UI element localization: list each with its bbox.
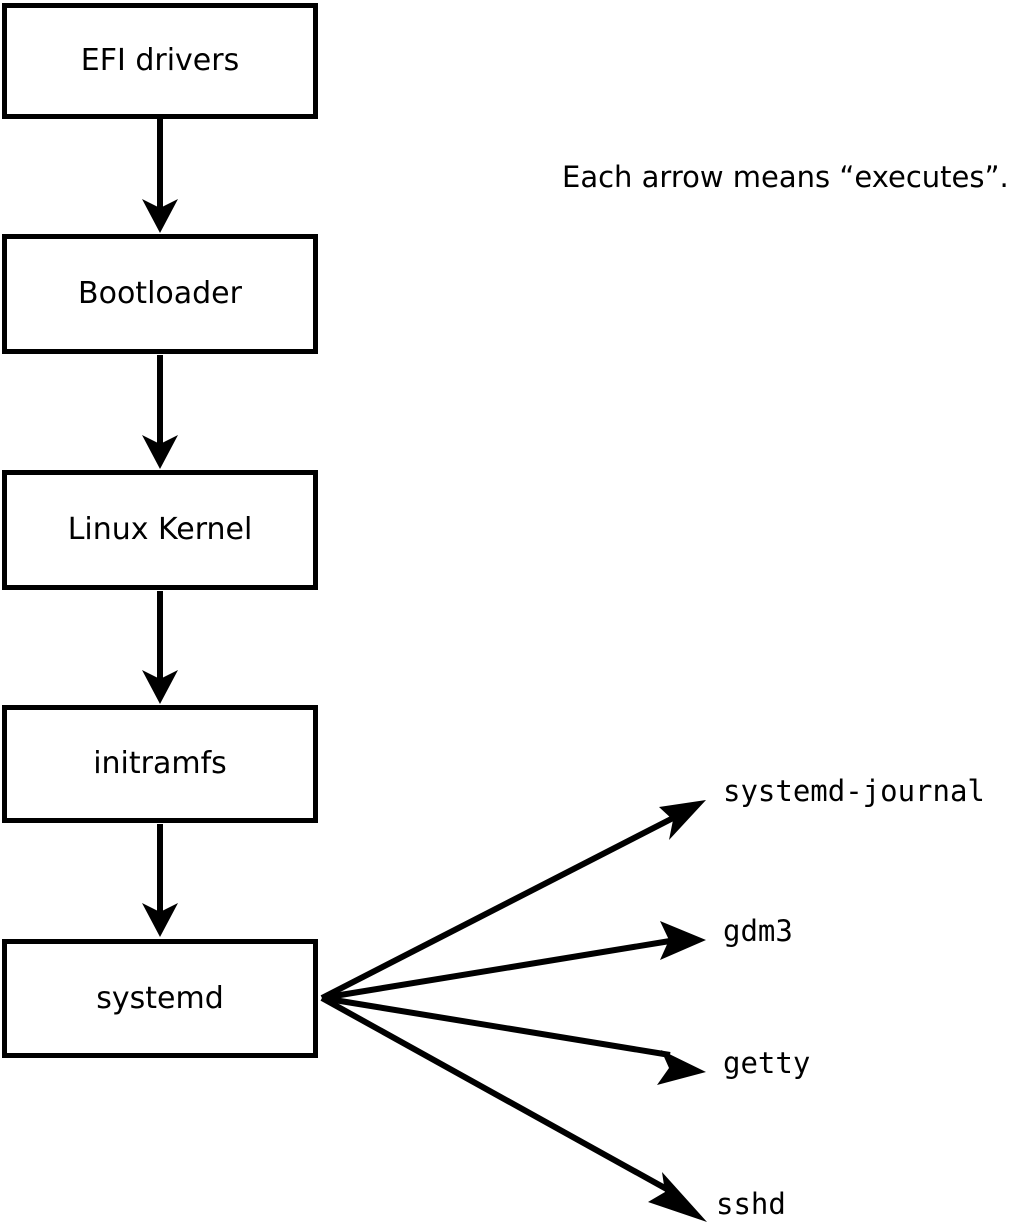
leaf-label-sshd: sshd: [716, 1187, 786, 1221]
arrow-systemd-to-gdm3: [321, 921, 706, 1001]
node-label-linux-kernel: Linux Kernel: [67, 512, 253, 547]
arrow-systemd-to-sshd: [320, 995, 707, 1222]
arrow-systemd-to-systemd-journal: [320, 800, 706, 1001]
leaf-label-gdm3: gdm3: [723, 914, 793, 948]
node-label-initramfs: initramfs: [93, 746, 227, 781]
leaf-label-systemd-journal: systemd-journal: [723, 774, 985, 808]
node-initramfs: initramfs: [2, 705, 318, 823]
node-linux-kernel: Linux Kernel: [2, 470, 318, 590]
arrow-initramfs-to-systemd: [142, 824, 178, 937]
leaf-label-getty: getty: [723, 1046, 811, 1080]
node-label-systemd: systemd: [96, 980, 224, 1016]
arrow-bootloader-to-linux-kernel: [142, 355, 178, 469]
node-bootloader: Bootloader: [2, 234, 318, 354]
node-systemd: systemd: [2, 939, 318, 1058]
diagram-caption: Each arrow means “executes”.: [562, 160, 1009, 194]
node-label-bootloader: Bootloader: [78, 276, 242, 311]
arrow-systemd-to-getty: [321, 995, 706, 1085]
node-efi-drivers: EFI drivers: [2, 3, 318, 119]
node-label-efi-drivers: EFI drivers: [80, 43, 240, 78]
arrow-efi-drivers-to-bootloader: [142, 119, 178, 233]
arrow-linux-kernel-to-initramfs: [142, 591, 178, 704]
